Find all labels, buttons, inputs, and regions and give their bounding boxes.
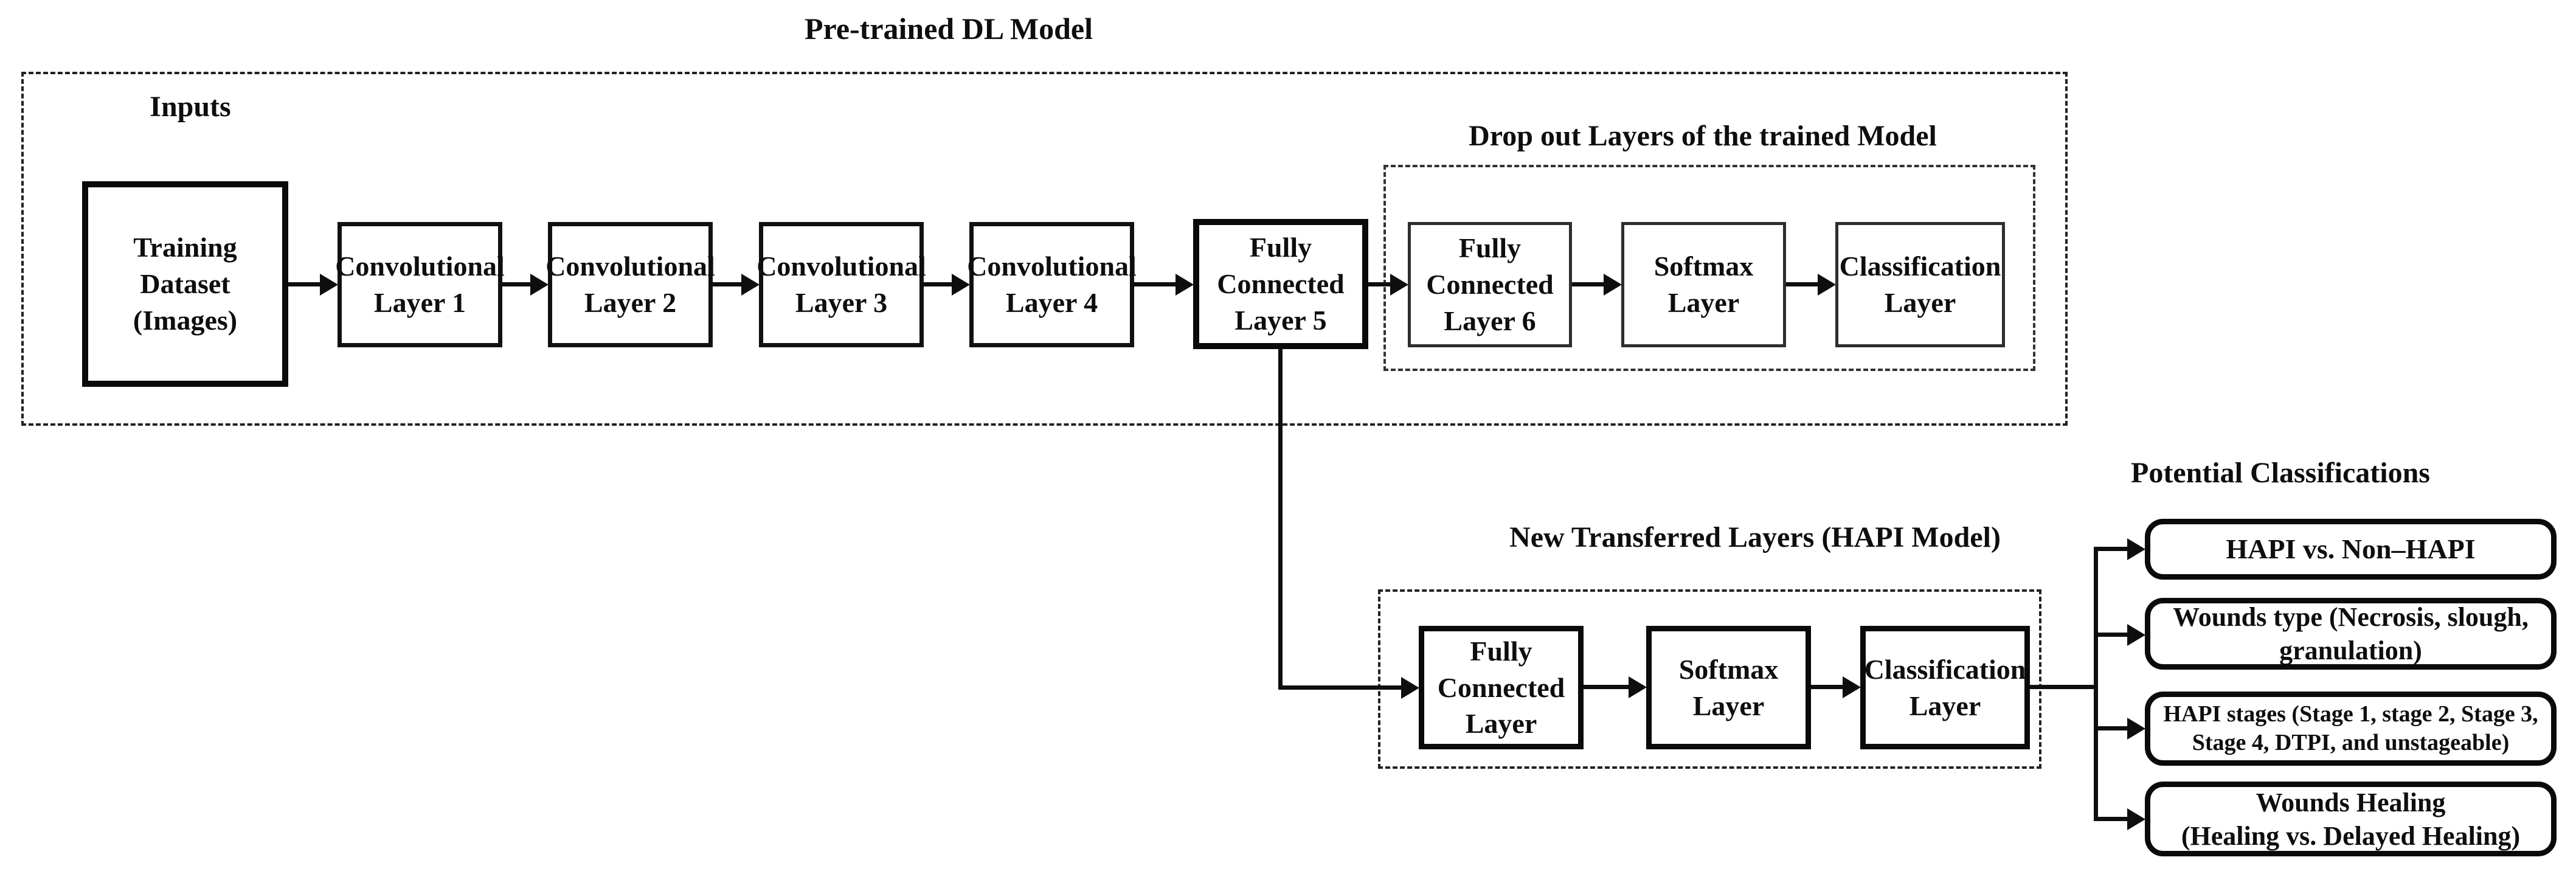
output-hapi-vs-nonhapi: HAPI vs. Non–HAPI — [2145, 519, 2557, 580]
node-training-dataset: Training Dataset (Images) — [82, 181, 288, 387]
output-wounds-healing: Wounds Healing (Healing vs. Delayed Heal… — [2145, 782, 2557, 856]
arrow-conv3-to-conv4 — [924, 282, 952, 286]
node-conv-layer-1: Convolutional Layer 1 — [335, 222, 505, 347]
arrow-conv1-to-conv2 — [502, 282, 531, 286]
node-new-classification-layer: Classification Layer — [1860, 626, 2030, 749]
pretrained-group-box — [21, 72, 2068, 426]
dropout-group-box — [1383, 165, 2035, 371]
output-hapi-stages: HAPI stages (Stage 1, stage 2, Stage 3, … — [2145, 692, 2557, 766]
arrow-new-fc-to-softmax — [1584, 685, 1629, 689]
connector-classification-out — [2030, 685, 2098, 689]
node-dropout-softmax-layer: Softmax Layer — [1621, 222, 1786, 347]
arrow-conv4-to-fc5 — [1134, 282, 1176, 286]
arrow-fc5-to-new-fc — [1278, 685, 1402, 690]
dropout-title: Drop out Layers of the trained Model — [1469, 120, 1937, 152]
node-new-softmax-layer: Softmax Layer — [1646, 626, 1811, 749]
output-wounds-type: Wounds type (Necrosis, slough, granulati… — [2145, 598, 2557, 670]
connector-fc5-down-line — [1278, 349, 1283, 690]
arrow-to-output-1 — [2096, 547, 2128, 551]
node-conv-layer-2: Convolutional Layer 2 — [545, 222, 715, 347]
hapi-group-box — [1378, 589, 2041, 769]
node-fc-layer-5: Fully Connected Layer 5 — [1193, 219, 1368, 349]
arrow-softmax-to-classification — [1786, 282, 1818, 286]
arrow-fc6-to-softmax — [1572, 282, 1604, 286]
node-fc-layer-6: Fully Connected Layer 6 — [1408, 222, 1572, 347]
pretrained-title: Pre-trained DL Model — [805, 12, 1093, 46]
potential-classifications-title: Potential Classifications — [2131, 457, 2430, 489]
connector-branch-trunk — [2094, 547, 2098, 821]
arrow-to-output-4 — [2096, 817, 2128, 821]
arrow-to-output-2 — [2096, 633, 2128, 637]
arrow-conv2-to-conv3 — [713, 282, 742, 286]
hapi-title: New Transferred Layers (HAPI Model) — [1509, 521, 2001, 553]
arrow-new-softmax-to-classification — [1811, 685, 1843, 689]
node-dropout-classification-layer: Classification Layer — [1835, 222, 2005, 347]
arrow-training-to-conv1 — [288, 282, 320, 286]
arrow-to-output-3 — [2096, 726, 2128, 730]
node-conv-layer-4: Convolutional Layer 4 — [967, 222, 1137, 347]
inputs-label: Inputs — [150, 91, 231, 123]
arrow-fc5-to-fc6 — [1368, 282, 1391, 286]
node-conv-layer-3: Convolutional Layer 3 — [757, 222, 926, 347]
node-new-fc-layer: Fully Connected Layer — [1419, 626, 1584, 749]
